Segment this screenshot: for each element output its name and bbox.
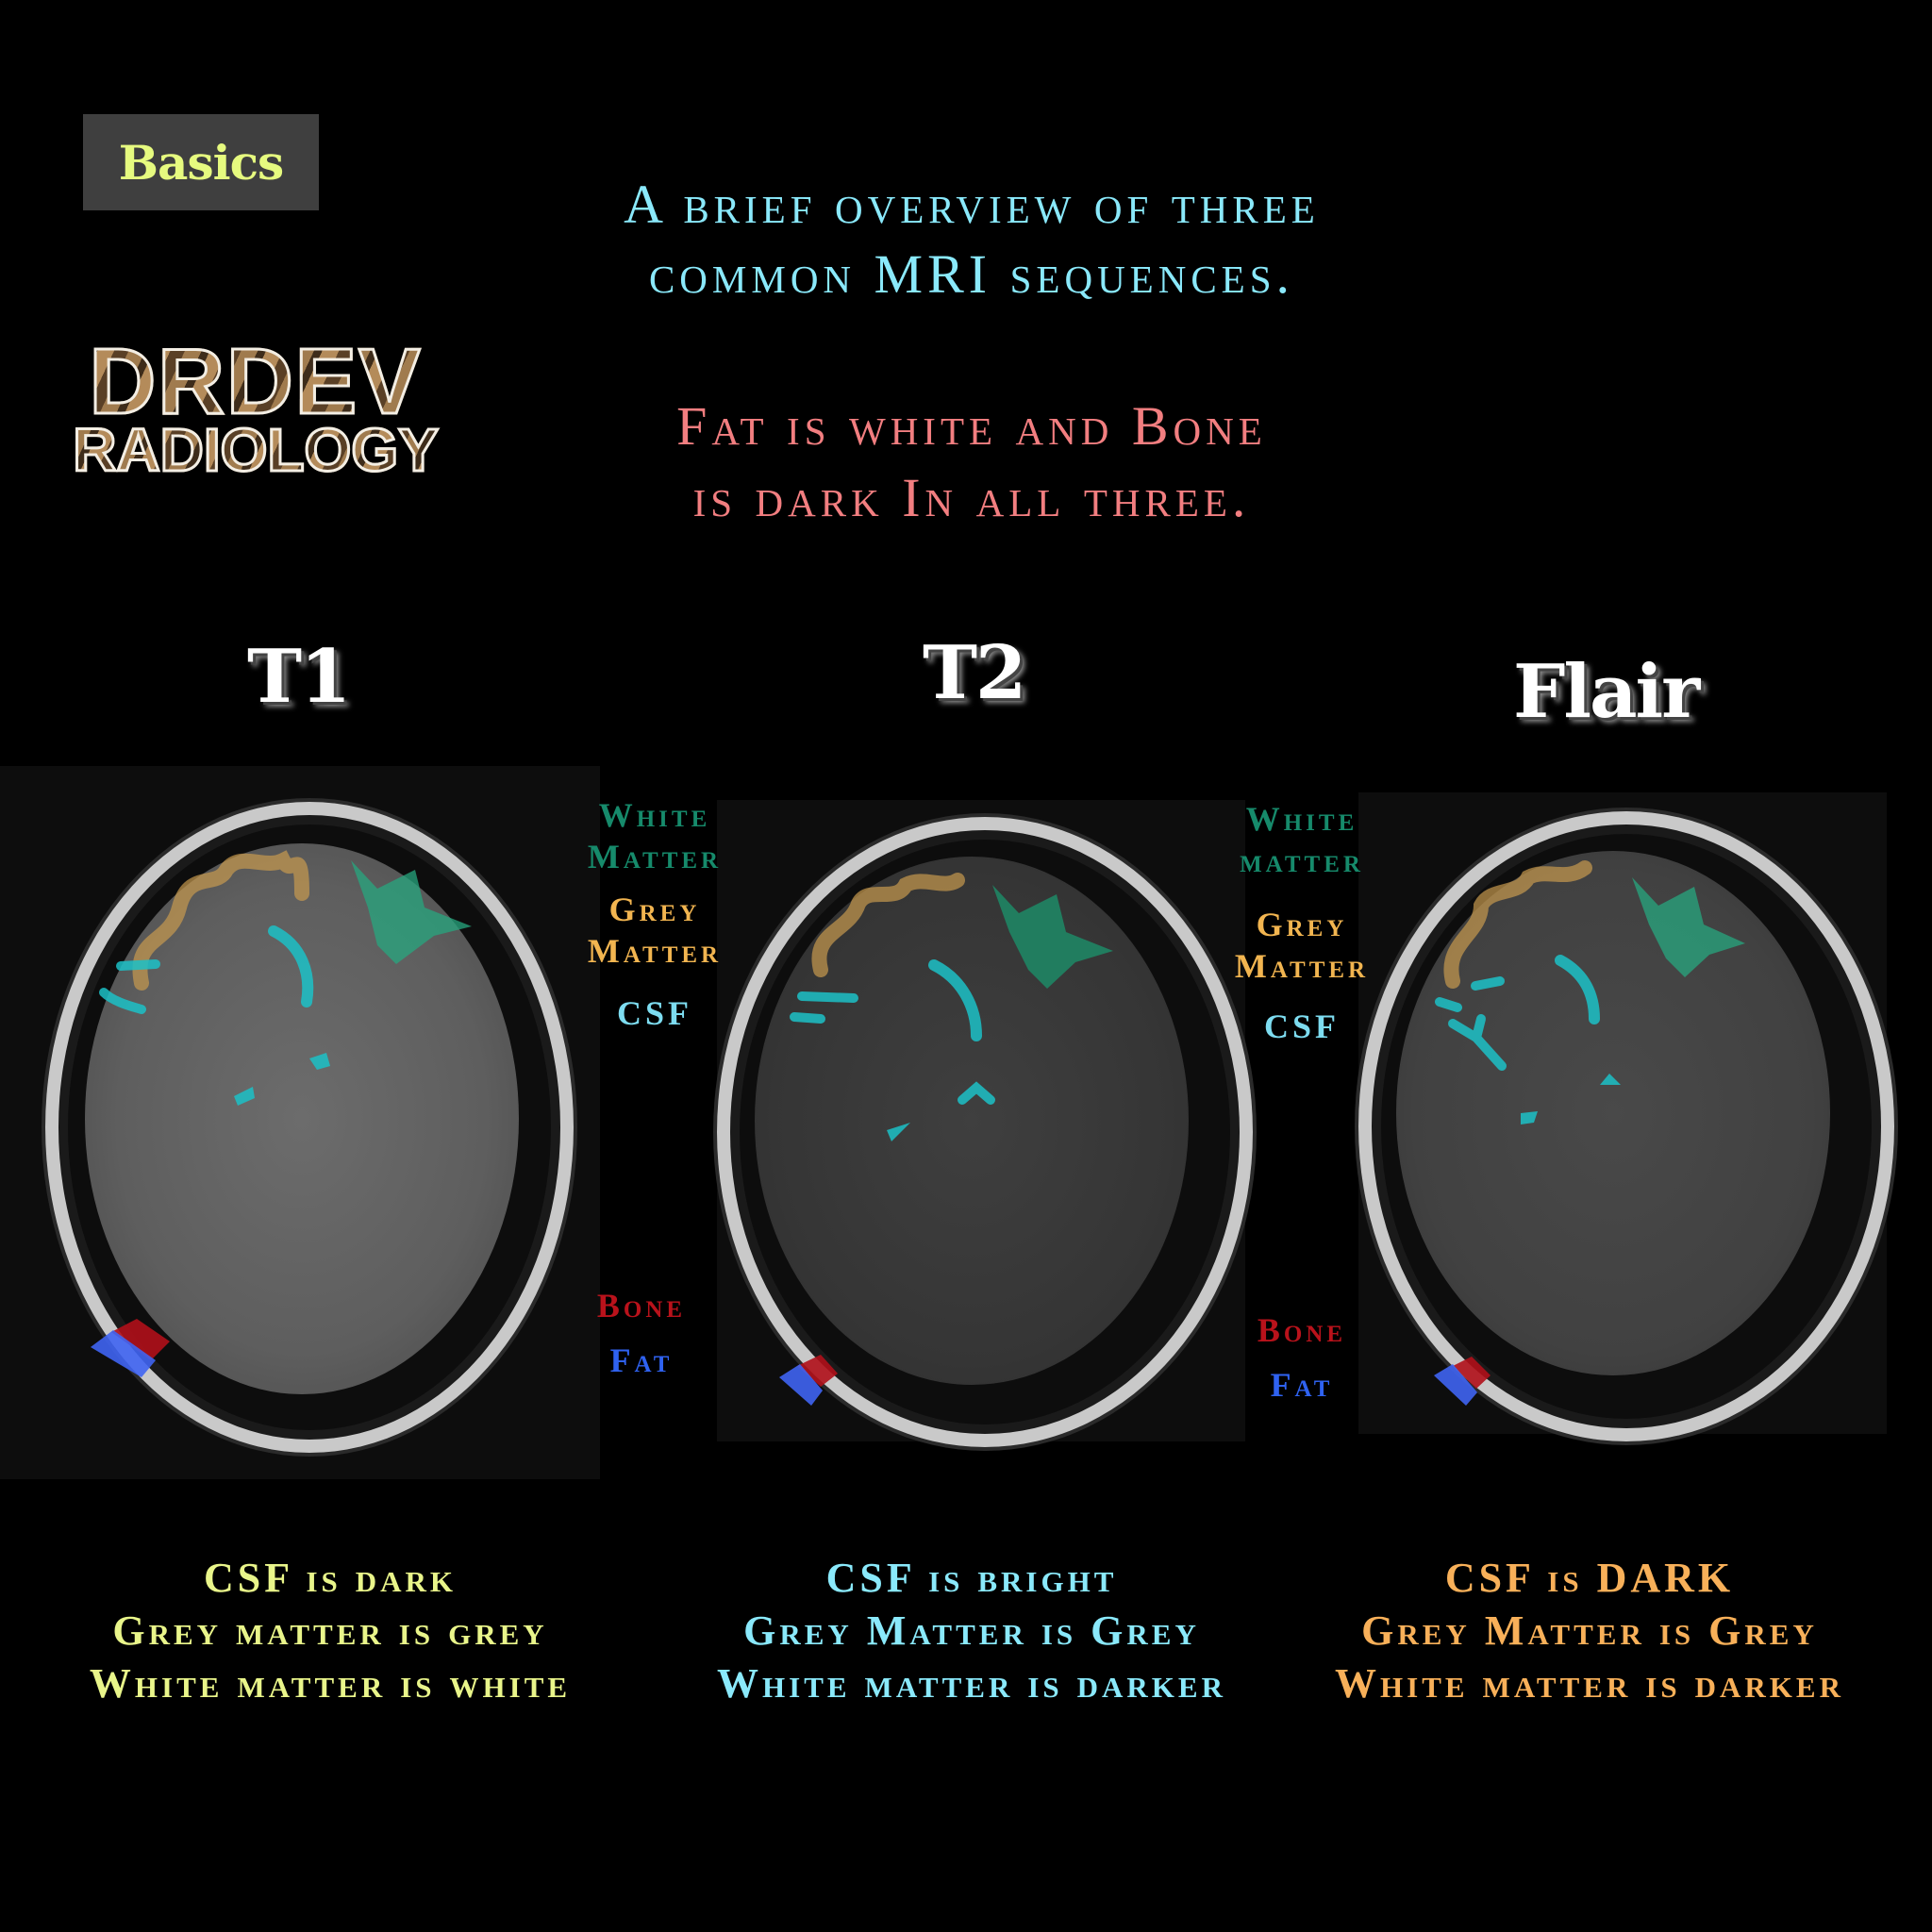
note-line-2: is dark In all three. bbox=[692, 467, 1251, 528]
legend-csf: CSF bbox=[1263, 1008, 1340, 1045]
legend-white-matter: White matter bbox=[1240, 800, 1364, 879]
title-t1: T1 bbox=[247, 634, 351, 720]
annotation-overlay-t1 bbox=[91, 850, 472, 1377]
legend-grey-matter: Grey Matter bbox=[1234, 906, 1370, 985]
caption-t2: CSF is bright Grey Matter is Grey White … bbox=[717, 1555, 1226, 1707]
logo-line-2: RADIOLOGY bbox=[62, 419, 449, 482]
intro-heading: A brief overview of three common MRI seq… bbox=[415, 170, 1528, 309]
drdev-radiology-logo: DRDEV RADIOLOGY bbox=[62, 333, 449, 482]
mri-image-t1 bbox=[0, 766, 600, 1479]
legend-csf: CSF bbox=[616, 994, 692, 1032]
fat-bone-note: Fat is white and Bone is dark In all thr… bbox=[415, 391, 1528, 534]
legend-bone: Bone bbox=[596, 1287, 687, 1324]
fat-marker bbox=[779, 1364, 823, 1406]
annotation-overlay-flair bbox=[1434, 860, 1745, 1406]
title-flair: Flair bbox=[1513, 649, 1700, 735]
bone-marker bbox=[797, 1355, 838, 1387]
legend-fat: Fat bbox=[609, 1341, 674, 1379]
mri-image-flair bbox=[1358, 792, 1894, 1441]
basics-label: Basics bbox=[118, 134, 284, 191]
legend-fat: Fat bbox=[1270, 1366, 1334, 1404]
caption-flair: CSF is DARK Grey Matter is Grey White ma… bbox=[1335, 1555, 1844, 1707]
legend-white-matter: White Matter bbox=[587, 796, 723, 875]
annotation-overlay-t2 bbox=[779, 873, 1113, 1406]
fat-marker bbox=[1434, 1364, 1477, 1406]
legend-bone: Bone bbox=[1257, 1311, 1347, 1349]
intro-line-1: A brief overview of three bbox=[624, 174, 1320, 235]
intro-line-2: common MRI sequences. bbox=[648, 243, 1295, 305]
bone-marker bbox=[1453, 1357, 1491, 1389]
legend-grey-matter: Grey Matter bbox=[587, 891, 723, 970]
legend-right-bottom: Bone Fat bbox=[1226, 1309, 1377, 1406]
legend-right: White matter Grey Matter CSF bbox=[1217, 798, 1387, 1047]
title-t2: T2 bbox=[923, 630, 1026, 716]
basics-badge: Basics bbox=[83, 114, 319, 210]
fat-marker bbox=[91, 1330, 156, 1377]
logo-line-1: DRDEV bbox=[62, 333, 449, 428]
note-line-1: Fat is white and Bone bbox=[676, 395, 1267, 457]
legend-left: White Matter Grey Matter CSF bbox=[566, 794, 743, 1034]
caption-t1: CSF is dark Grey matter is grey White ma… bbox=[89, 1555, 572, 1707]
legend-left-bottom: Bone Fat bbox=[566, 1285, 717, 1381]
mri-image-t2 bbox=[717, 800, 1253, 1447]
bone-marker bbox=[111, 1319, 170, 1360]
